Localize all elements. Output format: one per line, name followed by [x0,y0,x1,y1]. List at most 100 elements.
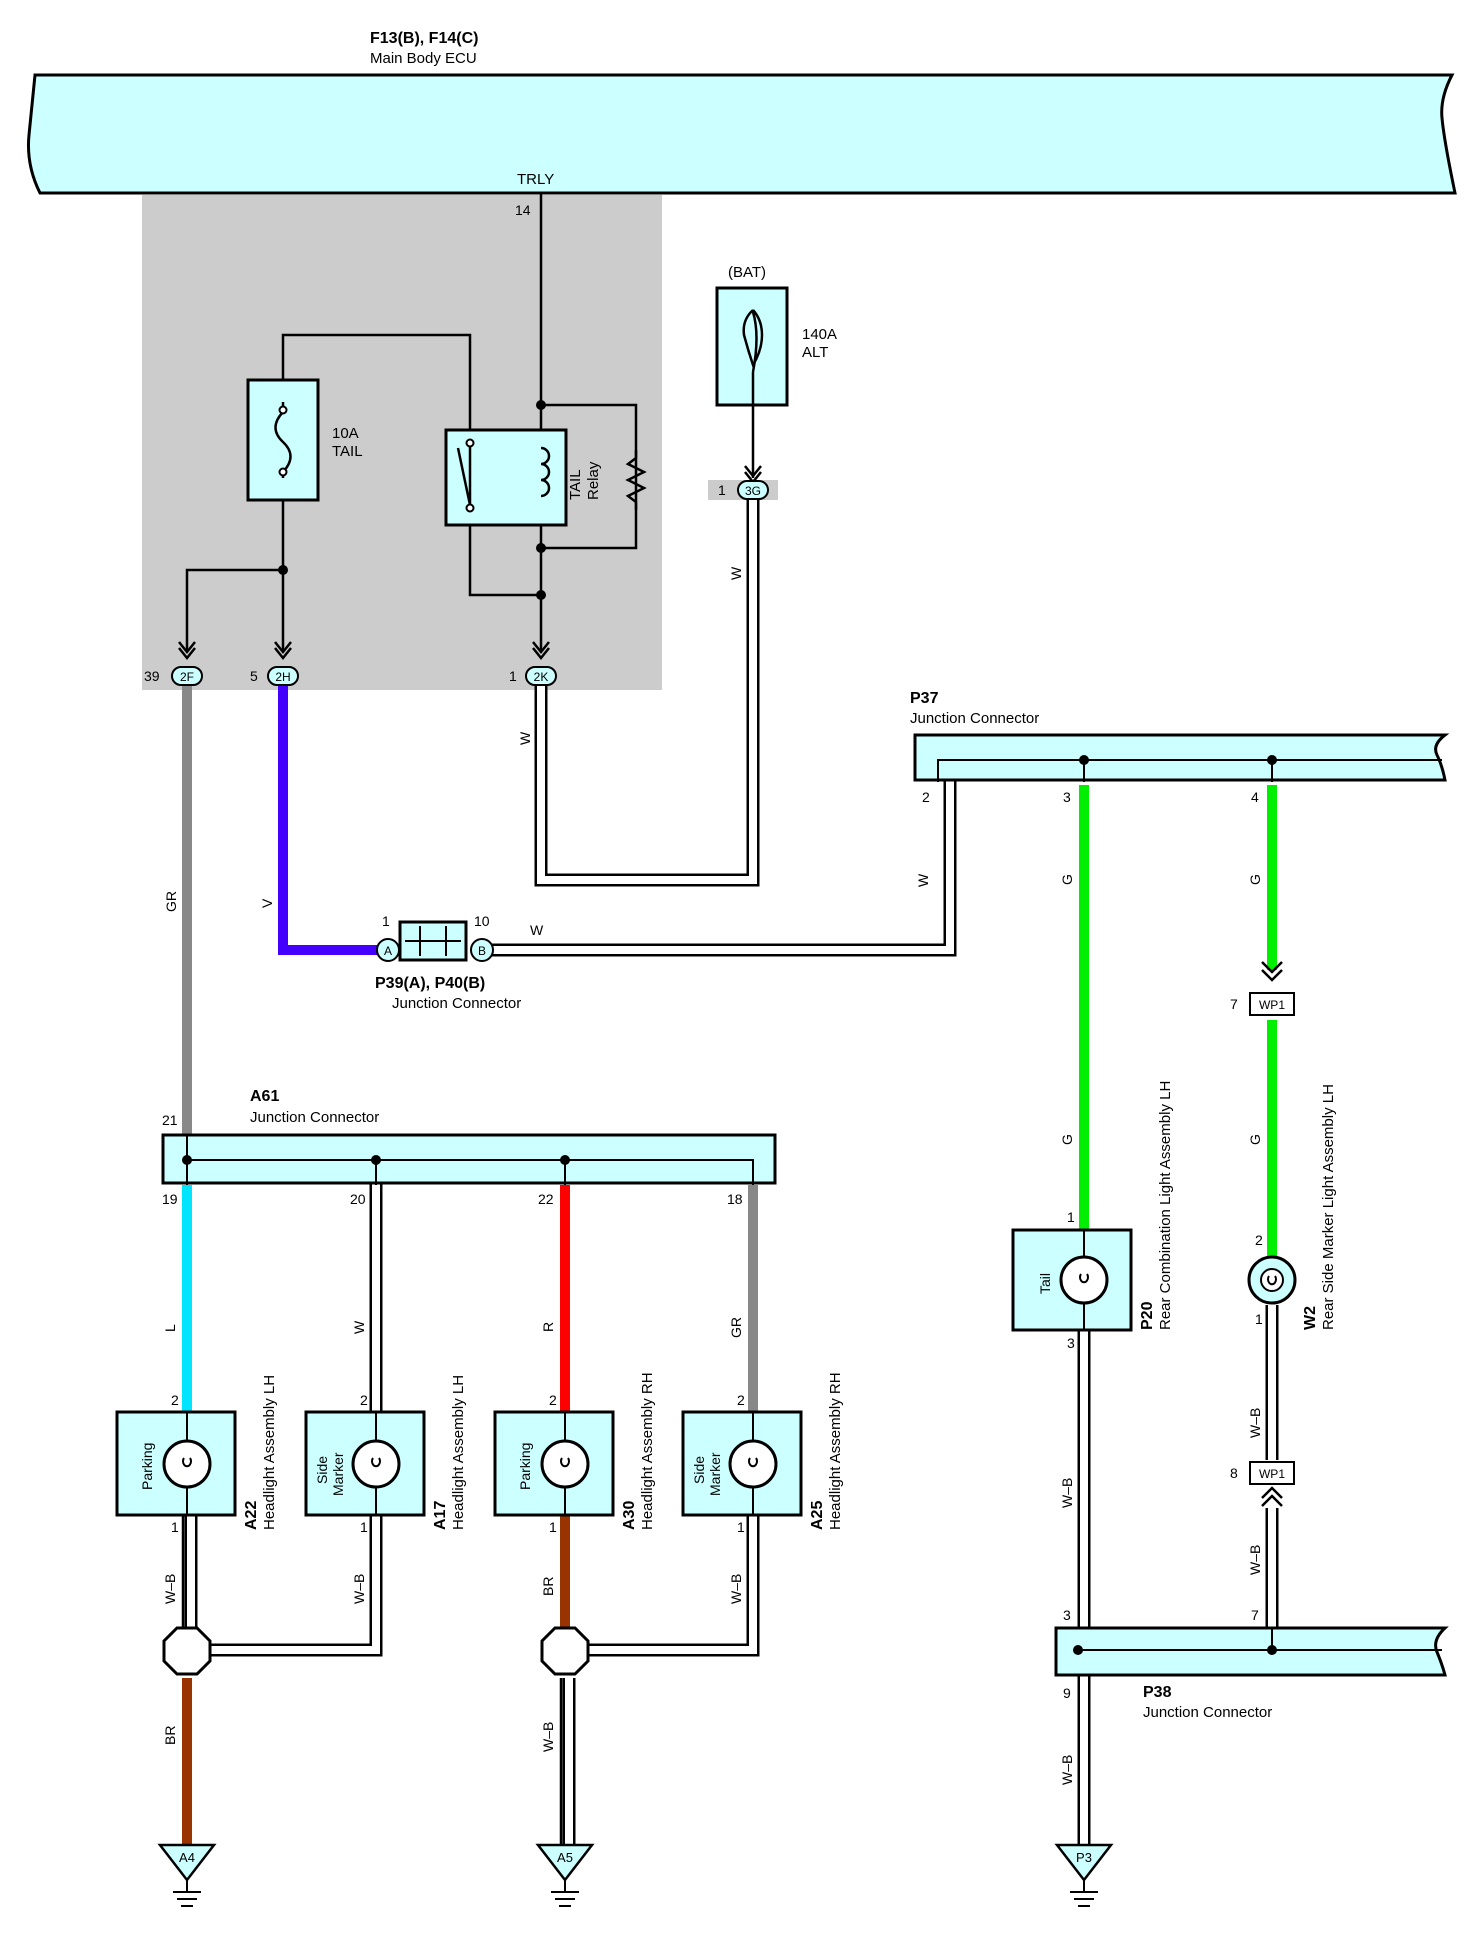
ecu-terminal: TRLY [517,171,554,188]
tail-fuse-symbol [274,402,292,478]
svg-text:Junction Connector: Junction Connector [910,710,1039,727]
component-a30: Parking 2 1 A30 Headlight Assembly RH [493,1372,656,1535]
svg-text:Rear Combination Light Assembl: Rear Combination Light Assembly LH [1157,1081,1174,1330]
svg-text:A: A [384,944,392,958]
svg-text:P20: P20 [1139,1301,1156,1330]
svg-text:R: R [540,1322,556,1332]
ground-p3: P3 [1054,1843,1114,1907]
svg-text:Headlight Assembly RH: Headlight Assembly RH [639,1372,656,1530]
ecu-pin: 14 [515,202,531,218]
svg-text:1: 1 [509,668,517,684]
svg-text:W2: W2 [1302,1306,1319,1330]
svg-text:2: 2 [922,789,930,805]
svg-text:G: G [1247,874,1263,885]
connector-2k: 2K 1 [509,666,557,686]
svg-text:19: 19 [162,1191,178,1207]
tail-fuse-box [246,378,320,502]
svg-text:A30: A30 [621,1501,638,1530]
svg-text:3: 3 [1063,1607,1071,1623]
connector-wp1-bottom: WP1 8 [1230,1461,1295,1507]
svg-text:L: L [162,1324,178,1332]
svg-text:1: 1 [360,1519,368,1535]
splice-a4 [162,1626,212,1676]
svg-text:A61: A61 [250,1088,279,1105]
svg-text:BR: BR [540,1577,556,1596]
svg-text:W: W [517,731,533,745]
svg-text:3: 3 [1067,1335,1075,1351]
svg-text:21: 21 [162,1112,178,1128]
connector-2h: 2H 5 [250,666,299,686]
svg-text:A22: A22 [243,1501,260,1530]
junction-a61: A61 Junction Connector 21 19 20 22 18 [161,1088,777,1207]
relay-name2: Relay [585,461,602,500]
svg-text:W–B: W–B [1247,1408,1263,1438]
svg-text:1: 1 [549,1519,557,1535]
svg-text:Headlight Assembly RH: Headlight Assembly RH [827,1372,844,1530]
svg-text:7: 7 [1251,1607,1259,1623]
svg-text:Marker: Marker [330,1452,346,1496]
svg-text:A25: A25 [809,1501,826,1530]
junction-p38: 3 7 9 P38 Junction Connector [1054,1607,1449,1721]
svg-text:Tail: Tail [1037,1273,1053,1294]
svg-text:A4: A4 [179,1850,195,1865]
svg-text:Parking: Parking [139,1443,155,1490]
svg-text:20: 20 [350,1191,366,1207]
svg-text:18: 18 [727,1191,743,1207]
connector-3g: 3G 1 [718,480,769,500]
ground-a5: A5 [535,1843,595,1907]
svg-text:Side: Side [691,1456,707,1484]
svg-text:W: W [915,873,931,887]
connector-2f: 2F 39 [144,666,203,686]
svg-text:2H: 2H [275,670,290,684]
svg-text:G: G [1059,1134,1075,1145]
svg-text:W–B: W–B [540,1722,556,1752]
component-a22: Parking 2 1 A22 Headlight Assembly LH [115,1375,278,1535]
svg-text:Headlight Assembly LH: Headlight Assembly LH [261,1375,278,1530]
svg-text:W–B: W–B [728,1574,744,1604]
tail-fuse-name: TAIL [332,443,363,460]
svg-text:P39(A), P40(B): P39(A), P40(B) [375,975,485,992]
svg-text:2: 2 [737,1392,745,1408]
svg-text:A5: A5 [557,1850,573,1865]
svg-text:Junction Connector: Junction Connector [250,1109,379,1126]
ecu-ref: F13(B), F14(C) [370,30,478,47]
svg-text:Headlight Assembly LH: Headlight Assembly LH [450,1375,467,1530]
svg-text:2: 2 [1255,1232,1263,1248]
svg-text:GR: GR [728,1317,744,1338]
svg-text:A17: A17 [432,1501,449,1530]
svg-text:Side: Side [314,1456,330,1484]
svg-text:WP1: WP1 [1259,998,1285,1012]
splice-a5 [540,1626,590,1676]
alt-fuse-name: ALT [802,344,828,361]
svg-text:5: 5 [250,668,258,684]
svg-text:2: 2 [171,1392,179,1408]
svg-text:8: 8 [1230,1465,1238,1481]
svg-text:2K: 2K [534,670,549,684]
svg-text:Junction Connector: Junction Connector [1143,1704,1272,1721]
ecu-body-bar [27,73,1457,195]
svg-text:B: B [478,944,486,958]
svg-text:1: 1 [718,482,726,498]
svg-text:P37: P37 [910,690,939,707]
svg-text:2F: 2F [180,670,194,684]
svg-text:3G: 3G [745,484,761,498]
svg-text:W: W [728,566,744,580]
svg-text:1: 1 [382,913,390,929]
svg-text:P38: P38 [1143,1684,1172,1701]
connector-wp1-top: WP1 7 [1230,961,1295,1016]
svg-text:WP1: WP1 [1259,1467,1285,1481]
colored-wires [182,685,1277,1845]
svg-text:1: 1 [1255,1311,1263,1327]
junction-dots [278,400,546,600]
svg-text:W–B: W–B [351,1574,367,1604]
ecu-name: Main Body ECU [370,50,477,67]
wire-v [278,685,380,955]
svg-text:G: G [1059,874,1075,885]
svg-text:G: G [1247,1134,1263,1145]
alt-fuse-symbol [742,309,764,412]
relay-name: TAIL [567,469,584,500]
svg-text:W–B: W–B [1059,1478,1075,1508]
svg-text:Rear Side Marker Light Assembl: Rear Side Marker Light Assembly LH [1320,1084,1337,1330]
component-a17: Side Marker 2 1 A17 Headlight Assembly L… [304,1375,467,1535]
component-a25: Side Marker 2 1 A25 Headlight Assembly R… [681,1372,844,1535]
